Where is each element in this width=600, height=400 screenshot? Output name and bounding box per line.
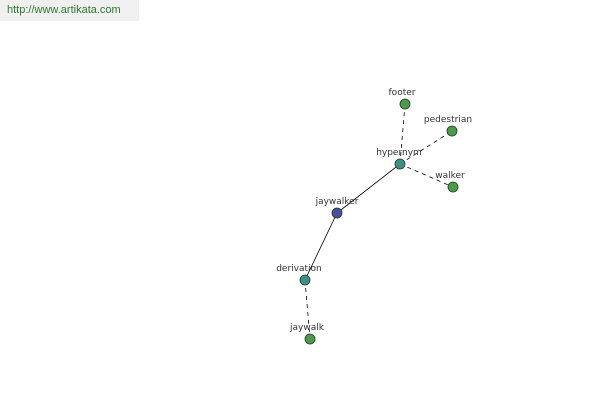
edge-jaywalker-hypernym [336, 163, 401, 214]
edge-hypernym-pedestrian [399, 130, 453, 165]
node-circle-jaywalk[interactable] [304, 333, 316, 345]
node-label-hypernym[interactable]: hypernym [376, 148, 422, 158]
edge-derivation-jaywalk [304, 279, 311, 340]
node-label-jaywalk[interactable]: jaywalk [289, 323, 325, 333]
node-circle-footer[interactable] [399, 98, 411, 110]
edge-jaywalker-derivation [304, 212, 338, 281]
node-walker[interactable]: walker [435, 171, 465, 193]
node-label-jaywalker[interactable]: jaywalker [315, 197, 359, 207]
node-label-walker[interactable]: walker [435, 171, 465, 181]
node-label-derivation[interactable]: derivation [276, 264, 322, 274]
node-pedestrian[interactable]: pedestrian [424, 115, 472, 137]
url-link[interactable]: http://www.artikata.com [7, 4, 121, 16]
graph-edges [304, 103, 454, 340]
node-hypernym[interactable]: hypernym [376, 148, 422, 170]
node-jaywalker[interactable]: jaywalker [315, 197, 359, 219]
node-label-pedestrian[interactable]: pedestrian [424, 115, 472, 125]
url-bar: http://www.artikata.com [0, 0, 139, 21]
node-circle-pedestrian[interactable] [446, 125, 458, 137]
node-circle-jaywalker[interactable] [331, 207, 343, 219]
edge-hypernym-footer [399, 103, 406, 165]
node-derivation[interactable]: derivation [276, 264, 322, 286]
node-label-footer[interactable]: footer [389, 88, 416, 98]
node-jaywalk[interactable]: jaywalk [289, 323, 325, 345]
node-footer[interactable]: footer [389, 88, 416, 110]
node-circle-hypernym[interactable] [394, 158, 406, 170]
edge-hypernym-walker [399, 163, 454, 188]
node-circle-derivation[interactable] [299, 274, 311, 286]
graph-nodes: jaywalker hypernym derivation footer pedestr… [276, 88, 472, 345]
node-circle-walker[interactable] [447, 181, 459, 193]
